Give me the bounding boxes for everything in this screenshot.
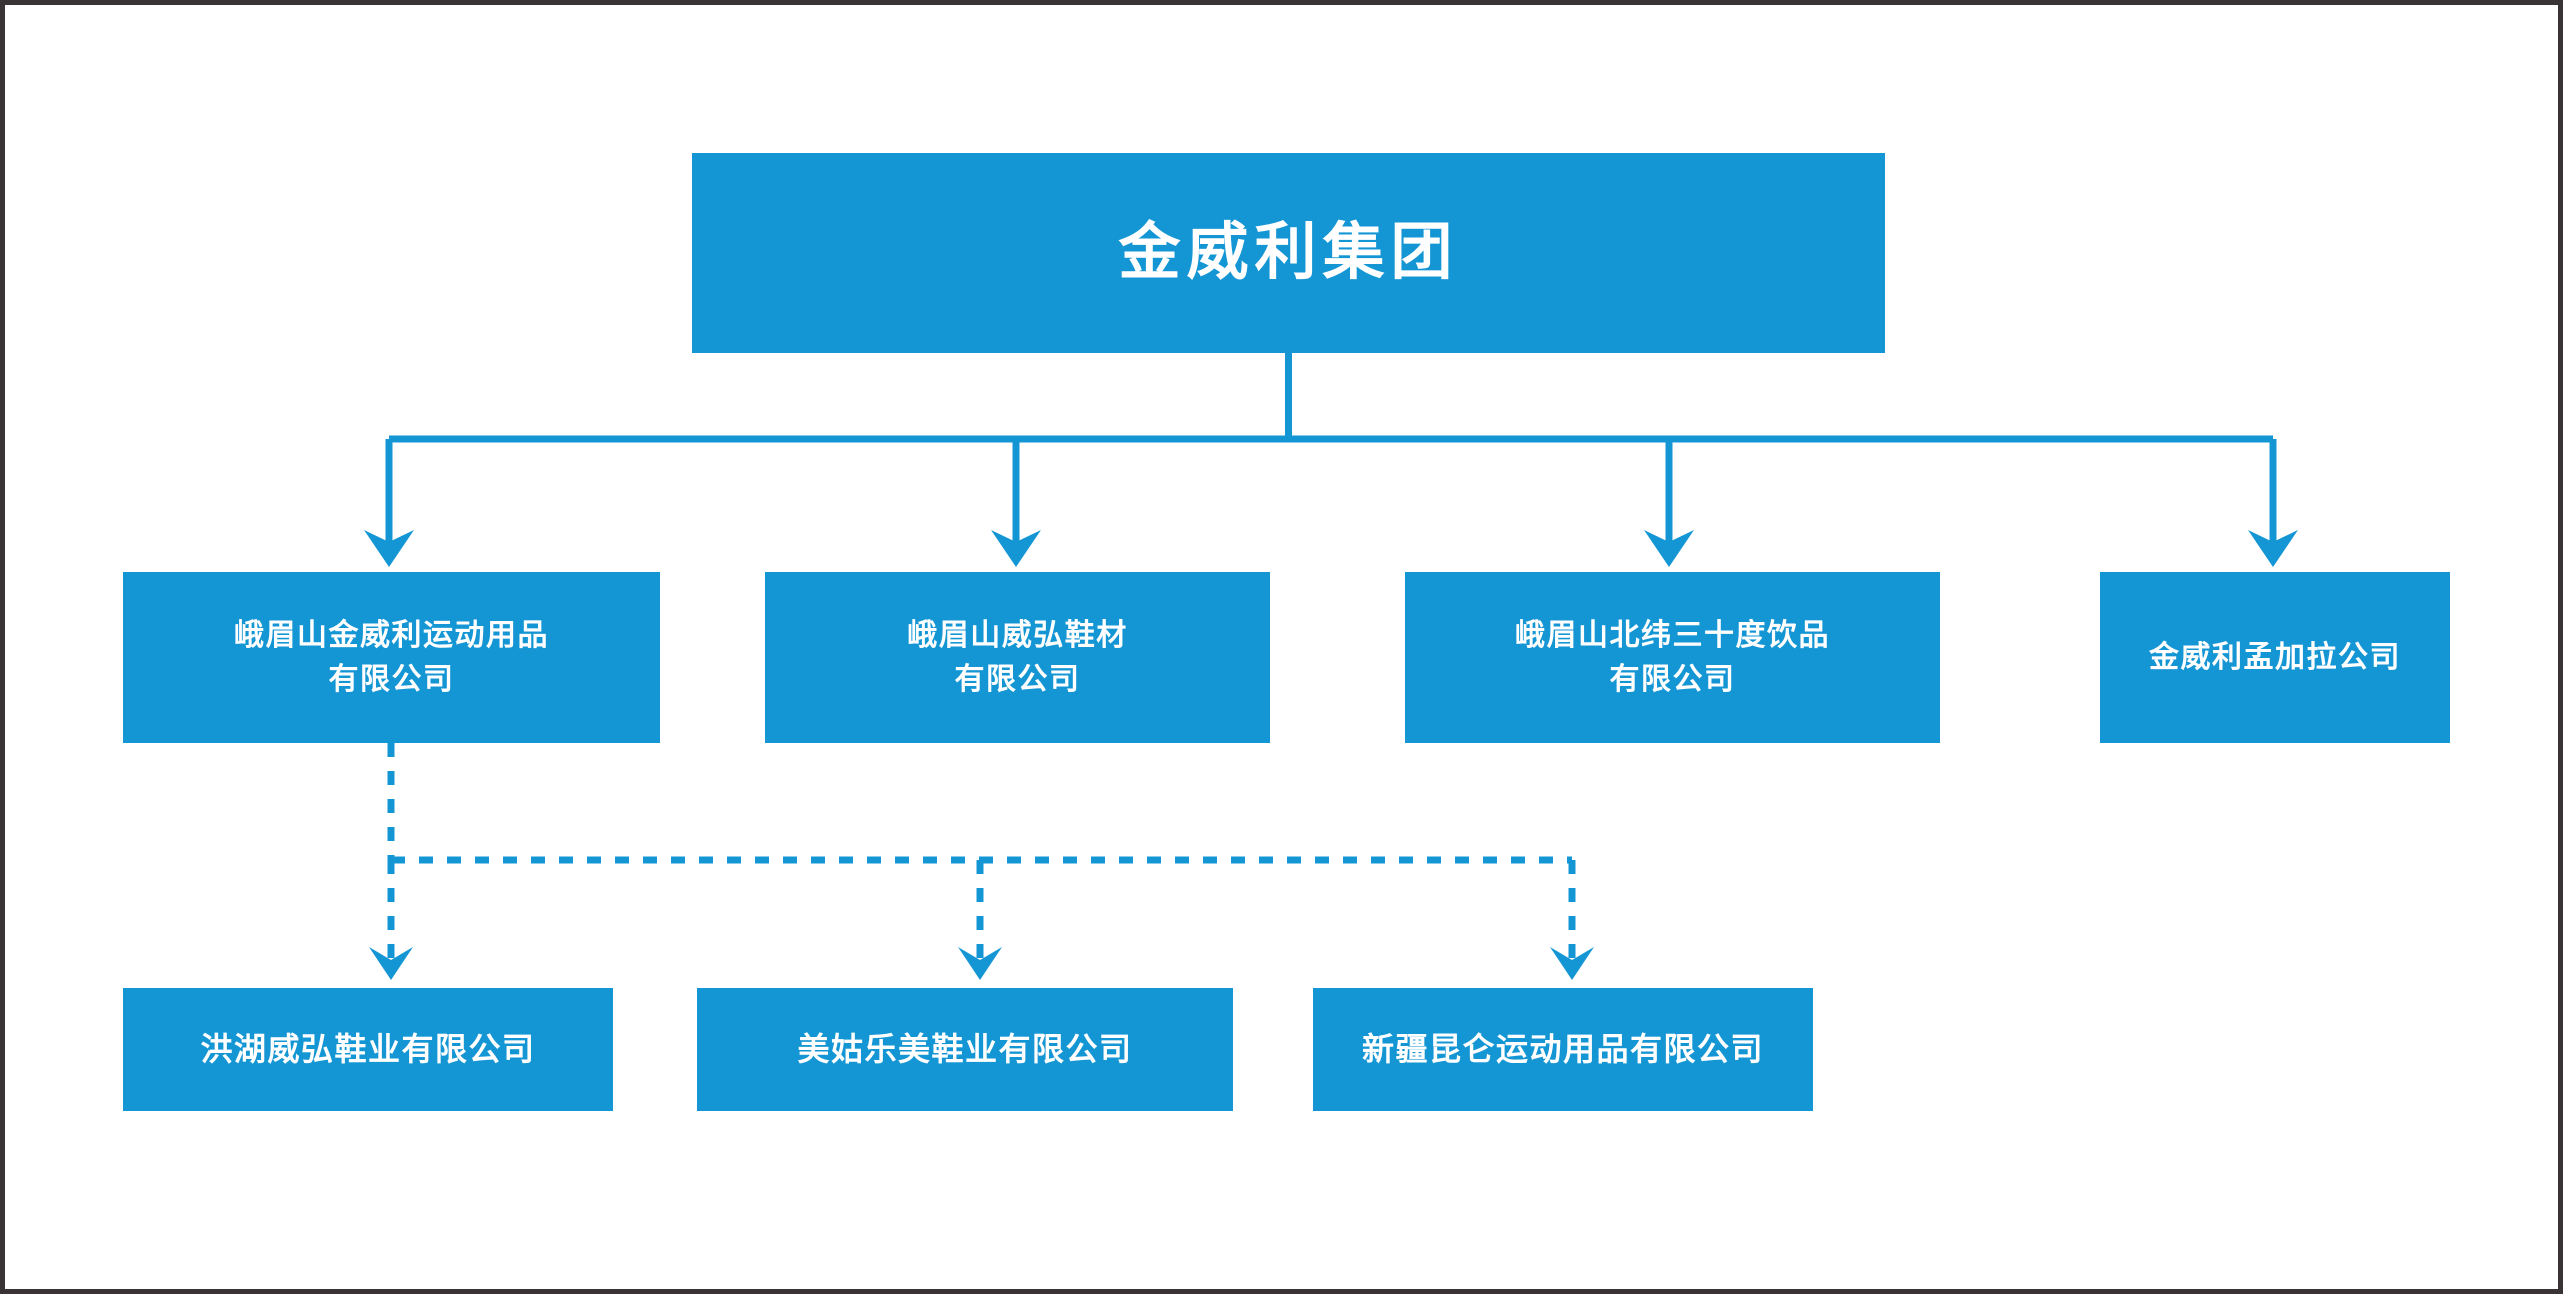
arrowhead-l3-2 — [958, 947, 1002, 980]
node-label: 金威利孟加拉公司 — [2149, 640, 2401, 674]
node-xinjiang-kunlun-sports[interactable]: 新疆昆仑运动用品有限公司 — [1313, 988, 1813, 1111]
node-label: 洪湖威弘鞋业有限公司 — [200, 1031, 536, 1068]
node-label: 新疆昆仑运动用品有限公司 — [1361, 1031, 1764, 1068]
node-emeishan-weihong-shoe-material[interactable]: 峨眉山威弘鞋材 有限公司 — [765, 572, 1270, 743]
arrowhead-l2-2 — [991, 530, 1041, 567]
node-meigu-lemei-footwear[interactable]: 美姑乐美鞋业有限公司 — [697, 988, 1233, 1111]
org-chart: 金威利集团 峨眉山金威利运动用品 有限公司 峨眉山威弘鞋材 有限公司 峨眉山北纬… — [5, 5, 2558, 1289]
node-jinweili-bangladesh[interactable]: 金威利孟加拉公司 — [2100, 572, 2450, 743]
node-emeishan-jinweili-sports[interactable]: 峨眉山金威利运动用品 有限公司 — [123, 572, 660, 743]
solid-connectors — [385, 353, 2277, 550]
node-label: 美姑乐美鞋业有限公司 — [797, 1031, 1133, 1068]
node-root[interactable]: 金威利集团 — [692, 153, 1885, 353]
arrowhead-l2-4 — [2248, 530, 2298, 567]
arrowhead-l2-1 — [364, 530, 414, 567]
node-label: 峨眉山威弘鞋材 有限公司 — [907, 619, 1128, 696]
arrowhead-l3-1 — [369, 947, 413, 980]
node-label: 峨眉山金威利运动用品 有限公司 — [234, 619, 549, 696]
node-emeishan-beiwei30-beverage[interactable]: 峨眉山北纬三十度饮品 有限公司 — [1405, 572, 1940, 743]
node-root-label: 金威利集团 — [1118, 217, 1459, 287]
node-label: 峨眉山北纬三十度饮品 有限公司 — [1515, 619, 1830, 696]
solid-arrowheads — [364, 530, 2298, 567]
dotted-connectors — [387, 743, 1576, 965]
arrowhead-l3-3 — [1550, 947, 1594, 980]
node-honghu-weihong-footwear[interactable]: 洪湖威弘鞋业有限公司 — [123, 988, 613, 1111]
arrowhead-l2-3 — [1644, 530, 1694, 567]
dotted-arrowheads — [369, 947, 1594, 980]
